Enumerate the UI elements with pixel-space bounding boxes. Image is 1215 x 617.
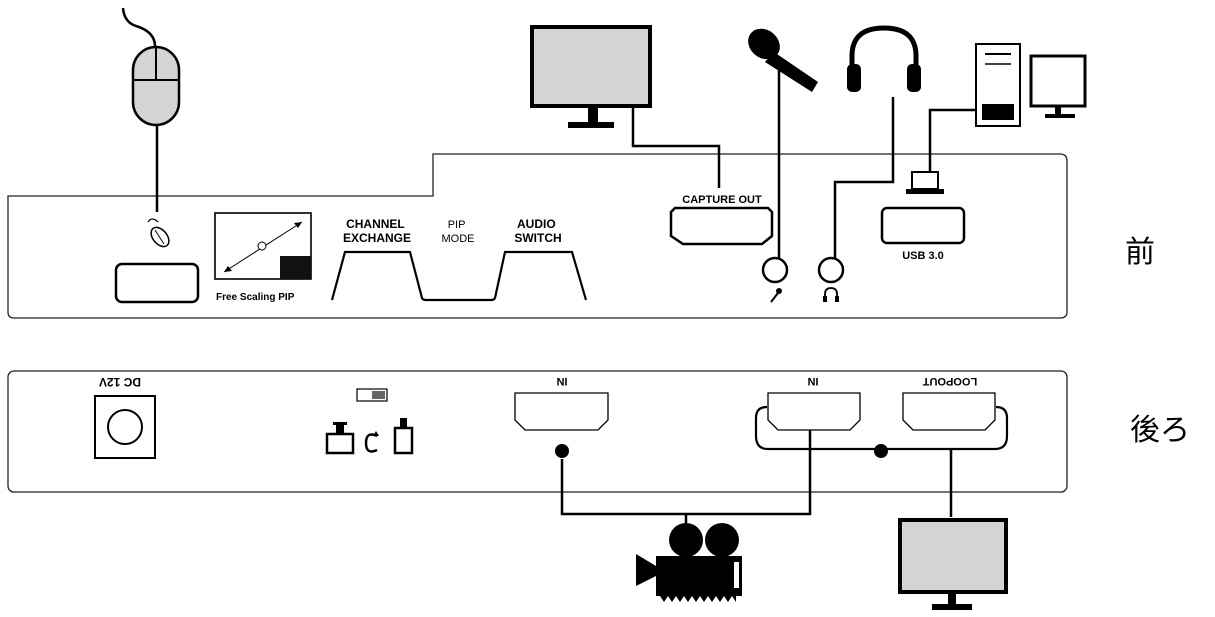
microphone-icon (748, 28, 818, 92)
hdmi-in-1-label: IN (807, 375, 818, 387)
back-label: 後ろ (1130, 413, 1190, 448)
capture-out-label: CAPTURE OUT (682, 194, 762, 206)
hdmi-in-2-badge (555, 444, 569, 458)
hdmi-in-2-label: IN (556, 375, 567, 387)
button-group (330, 250, 588, 302)
loopout-port (902, 392, 996, 431)
mouse-port-icon (147, 218, 170, 248)
video-camera-icon (636, 523, 742, 602)
switch-icon (356, 388, 388, 402)
front-label: 前 (1125, 235, 1155, 270)
usb-port (880, 206, 966, 245)
microphone-jack (761, 256, 789, 284)
rotation-icon (325, 418, 414, 455)
mouse-port (114, 262, 200, 304)
capture-out-port (669, 206, 774, 246)
usb-cable (928, 108, 976, 172)
channel-exchange-label: CHANNEL EXCHANGE (343, 217, 411, 245)
mouse-cable (121, 7, 157, 49)
computer-icon (975, 43, 1087, 127)
dc-jack (107, 409, 143, 445)
monitor-icon (530, 25, 652, 128)
hdmi-in-1-badge (874, 444, 888, 458)
back-panel-outline (7, 370, 1068, 493)
loopout-monitor-icon (898, 518, 1008, 610)
usb-label: USB 3.0 (902, 250, 944, 262)
mouse-icon (131, 45, 181, 127)
hdmi-in-1-port (767, 392, 861, 431)
laptop-icon (906, 171, 944, 194)
headphones-cable (833, 97, 895, 258)
pip-mode-label: PIP MODE (442, 219, 475, 245)
microphone-jack-icon (770, 288, 782, 303)
dc-label: DC 12V (99, 375, 141, 389)
headphones-jack-icon (823, 287, 839, 302)
capture-out-cable (631, 106, 721, 188)
headphones-jack (817, 256, 845, 284)
hdmi-in-2-port (514, 392, 609, 431)
loopout-label: LOOPOUT (923, 375, 978, 387)
headphones-icon (847, 25, 921, 92)
audio-switch-label: AUDIO SWITCH (514, 217, 561, 245)
pip-scaling-graphic (214, 212, 312, 280)
free-scaling-pip-label: Free Scaling PIP (216, 292, 295, 303)
